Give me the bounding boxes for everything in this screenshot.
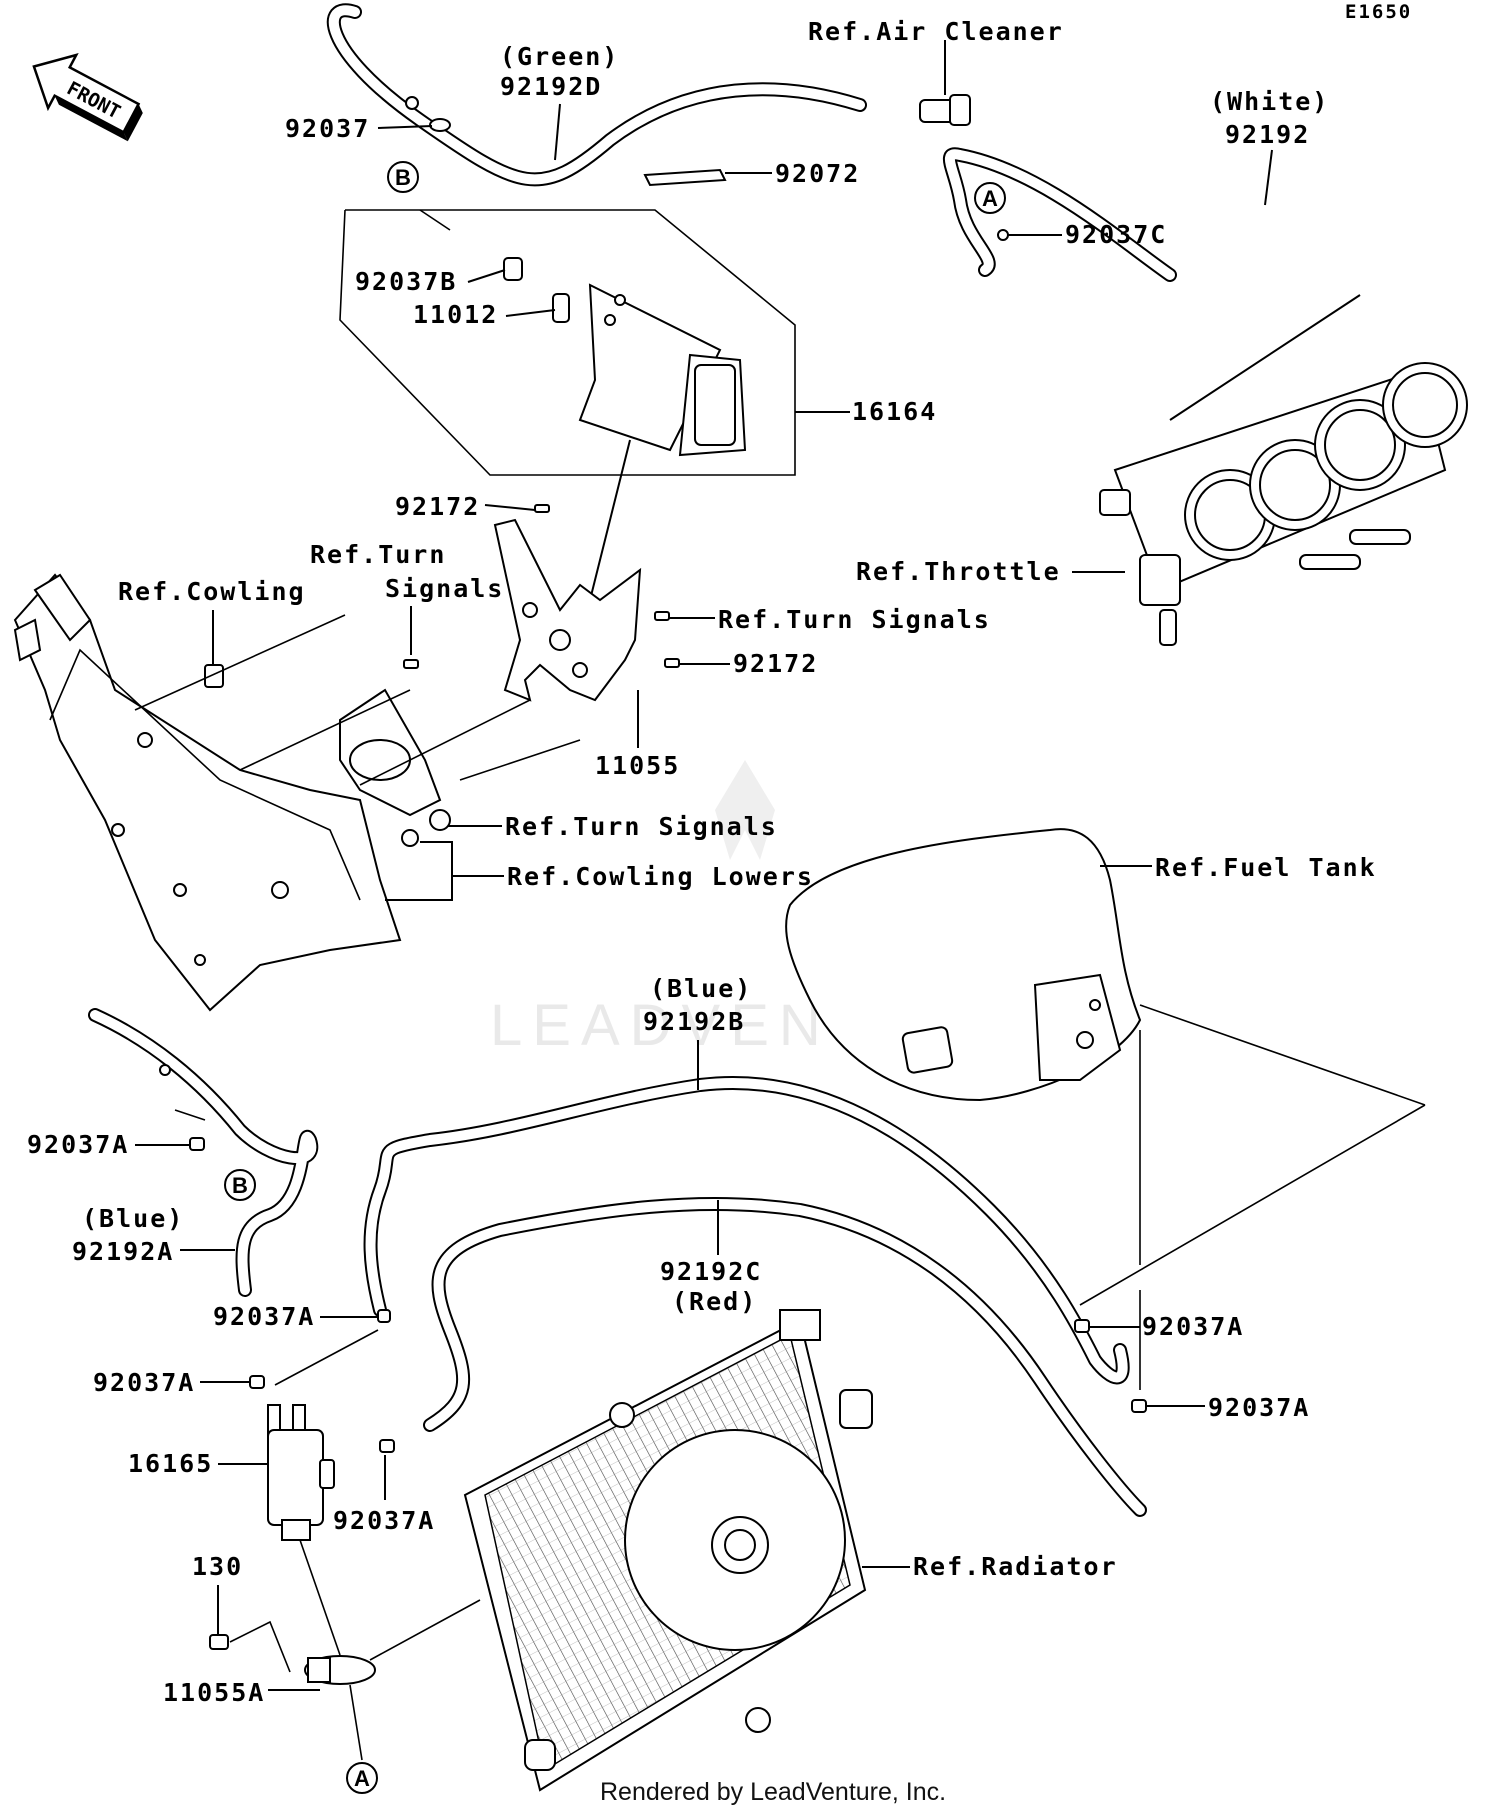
label-ref-turn-signals-2: Ref.Turn Signals (718, 605, 991, 634)
label-ref-cowling: Ref.Cowling (118, 577, 306, 606)
label-92192B: 92192B (643, 1007, 745, 1036)
air-cleaner-fitting (919, 40, 971, 126)
label-ref-turn-signals-3: Ref.Turn Signals (505, 812, 778, 841)
bolt-92172-mid (664, 658, 680, 668)
hose-92192D (326, 3, 867, 187)
bolt-130 (209, 1634, 229, 1650)
cowling-clip (204, 664, 224, 688)
label-130: 130 (192, 1552, 243, 1581)
label-16164: 16164 (852, 397, 937, 426)
hose-92192A (88, 1008, 319, 1297)
label-92192C: 92192C (660, 1257, 762, 1286)
label-signals-1: Signals (385, 574, 504, 603)
label-16165: 16165 (128, 1449, 213, 1478)
clamp-11055A (304, 1655, 376, 1685)
bolt-92172-top (534, 504, 550, 513)
callout-a-top (974, 182, 1006, 214)
label-11055A: 11055A (163, 1678, 265, 1707)
label-ref-throttle: Ref.Throttle (856, 557, 1061, 586)
outline-16164 (339, 209, 796, 476)
callout-a-bottom-text: A (354, 1766, 370, 1791)
label-ref-turn-1: Ref.Turn (310, 540, 446, 569)
throttle-body-assembly (1099, 362, 1468, 646)
label-white: (White) (1210, 87, 1329, 116)
label-92037C: 92037C (1065, 220, 1167, 249)
callout-b-top-text: B (395, 165, 411, 190)
label-92192D: 92192D (500, 72, 602, 101)
hose-92192B (363, 1075, 1130, 1385)
label-ref-fuel-tank: Ref.Fuel Tank (1155, 853, 1377, 882)
label-ref-radiator: Ref.Radiator (913, 1552, 1118, 1581)
grommet-11012 (552, 293, 570, 323)
footer-credit: Rendered by LeadVenture, Inc. (600, 1778, 946, 1806)
label-92037A-1: 92037A (27, 1130, 129, 1159)
label-green: (Green) (500, 42, 619, 71)
label-blue-a: (Blue) (82, 1204, 184, 1233)
fuel-tank (785, 828, 1142, 1102)
callout-a-top-text: A (982, 186, 998, 211)
label-92037A-2: 92037A (213, 1302, 315, 1331)
label-92192: 92192 (1225, 120, 1310, 149)
label-11055: 11055 (595, 751, 680, 780)
label-92172-mid: 92172 (733, 649, 818, 678)
label-92037: 92037 (285, 114, 370, 143)
turn-signal-assembly (339, 688, 451, 847)
bracket-11055 (493, 518, 642, 702)
label-92037A-6: 92037A (333, 1506, 435, 1535)
fuel-filter-16165 (267, 1404, 335, 1541)
label-ref-cowling-lowers: Ref.Cowling Lowers (507, 862, 814, 891)
label-92037A-3: 92037A (93, 1368, 195, 1397)
diagram-code: E1650 (1345, 1, 1412, 23)
callout-b-top (387, 161, 419, 193)
hose-92192C (423, 1196, 1147, 1517)
callout-a-bottom (346, 1762, 378, 1794)
cowling-panel (13, 573, 402, 1012)
label-ref-air-cleaner: Ref.Air Cleaner (808, 17, 1064, 46)
label-92172-top: 92172 (395, 492, 480, 521)
label-92037A-5: 92037A (1208, 1393, 1310, 1422)
label-92037A-4: 92037A (1142, 1312, 1244, 1341)
label-92072: 92072 (775, 159, 860, 188)
front-arrow-icon: FRONT (32, 53, 143, 142)
radiator (463, 1309, 873, 1792)
pad-92072 (643, 168, 727, 187)
label-red: (Red) (672, 1287, 757, 1316)
bolt-turn-signal (403, 659, 419, 669)
label-92037B: 92037B (355, 267, 457, 296)
label-92192A: 92192A (72, 1237, 174, 1266)
label-11012: 11012 (413, 300, 498, 329)
callout-b-bottom-text: B (232, 1173, 248, 1198)
label-blue-b: (Blue) (650, 974, 752, 1003)
callout-b-bottom (224, 1169, 256, 1201)
clamp-92037B (503, 257, 523, 281)
hose-92192 (943, 147, 1177, 282)
canister-16164 (578, 283, 747, 457)
